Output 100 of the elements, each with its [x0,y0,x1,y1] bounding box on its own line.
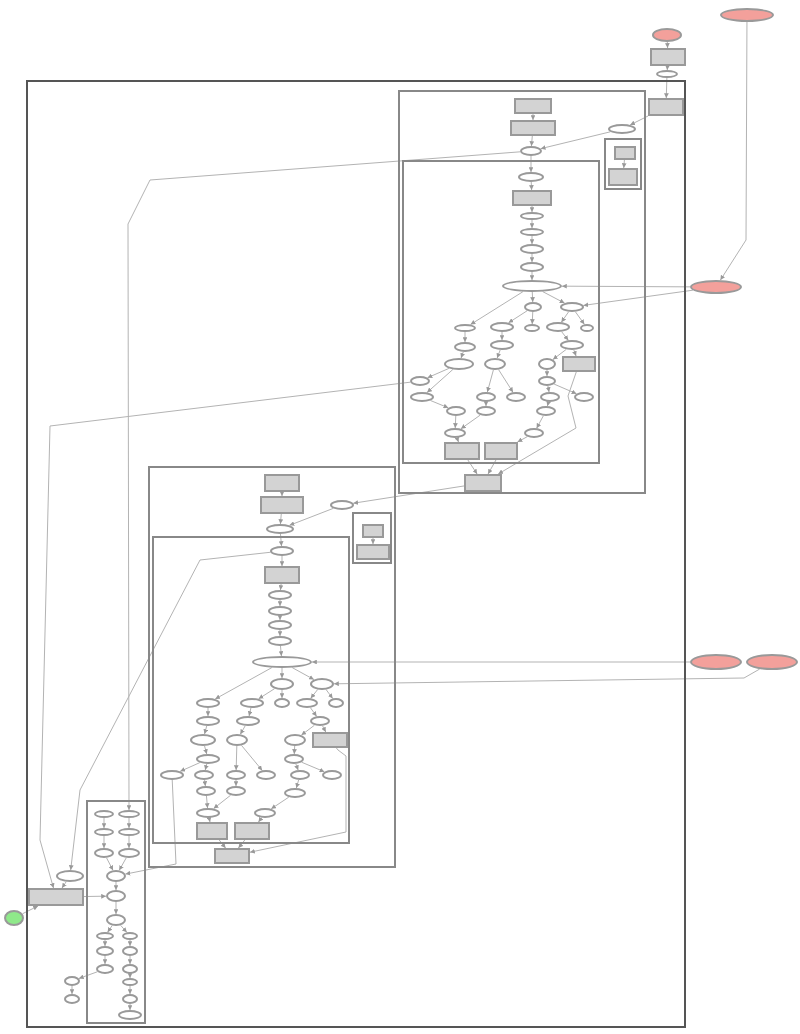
arrow [233,745,239,771]
process-box [362,524,384,538]
cluster-frame [148,466,396,868]
ellipse-node [560,340,584,350]
process-box [264,566,300,584]
process-box [648,98,684,116]
arrow [279,689,285,699]
arrow [529,235,535,245]
ellipse-node [520,262,544,272]
ellipse-node [196,698,220,708]
arrow [582,289,694,308]
arrow [101,817,107,829]
ellipse-node [268,636,292,646]
ellipse-node [284,754,304,764]
ellipse-node [454,342,476,352]
ellipse-node [270,678,294,690]
process-box [264,474,300,492]
ellipse-node [196,716,220,726]
ellipse-node [538,358,556,370]
ellipse-node [652,28,682,42]
ellipse-node [690,280,742,294]
arrow [427,367,450,379]
ellipse-node [410,376,430,386]
arrow [310,689,319,699]
arrow [309,707,318,717]
arrow [278,645,284,657]
arrow [126,817,132,829]
arrow [470,291,524,326]
ellipse-node [608,124,636,134]
process-box [312,732,348,748]
ellipse-node [574,392,594,402]
arrow [102,939,108,947]
ellipse-node [252,656,312,668]
arrow [258,816,264,823]
process-box [214,848,250,864]
ellipse-node [454,324,476,332]
arrow [239,725,246,735]
cluster-frame [604,138,642,190]
arrow [204,795,210,809]
ellipse-node [64,976,80,986]
ellipse-node [268,590,292,600]
arrow [247,707,253,717]
ellipse-node [284,788,306,798]
ellipse-node [122,978,138,986]
ellipse-node [310,678,334,690]
arrow [127,973,133,979]
arrow [462,331,468,343]
arrow [499,331,505,341]
arrow [101,835,107,849]
ellipse-node [94,810,114,818]
ellipse-node [274,698,290,708]
ellipse-node [444,358,474,370]
ellipse-node [122,964,138,974]
ellipse-node [118,1010,142,1020]
arrow [279,555,285,567]
ellipse-node [196,754,220,764]
ellipse-node [226,770,246,780]
ellipse-node [56,870,84,882]
ellipse-node [240,698,264,708]
ellipse-node [520,244,544,254]
arrow [291,667,315,681]
arrow [39,381,411,889]
ellipse-node [96,932,114,940]
arrow [83,893,107,899]
ellipse-node [122,932,138,940]
ellipse-node [254,808,276,818]
ellipse-node [122,946,138,956]
arrow [213,794,232,810]
arrow [544,369,550,377]
ellipse-node [520,228,544,236]
arrow [536,415,544,429]
arrow [107,925,113,933]
process-box [196,822,228,840]
arrow [22,905,39,915]
cluster-frame [352,512,392,564]
arrow [529,181,534,191]
process-box [260,496,304,514]
ellipse-node [524,302,542,312]
ellipse-node [502,280,562,292]
ellipse-node [106,890,126,902]
process-box [512,190,552,206]
arrow [311,659,691,665]
arrow [561,331,569,341]
arrow [249,747,347,854]
arrow [203,745,208,755]
arrow [125,779,177,876]
arrow [277,615,283,621]
ellipse-node [540,392,560,402]
arrow [621,159,627,169]
cluster-frame [152,536,350,844]
ellipse-node [490,340,514,350]
ellipse-node [720,8,774,22]
arrow [295,779,300,789]
arrow [546,400,552,407]
ellipse-node [524,324,540,332]
arrow [279,491,285,497]
arrow [68,551,271,871]
arrow [179,762,201,772]
arrow [300,724,315,736]
ellipse-node [96,946,114,956]
